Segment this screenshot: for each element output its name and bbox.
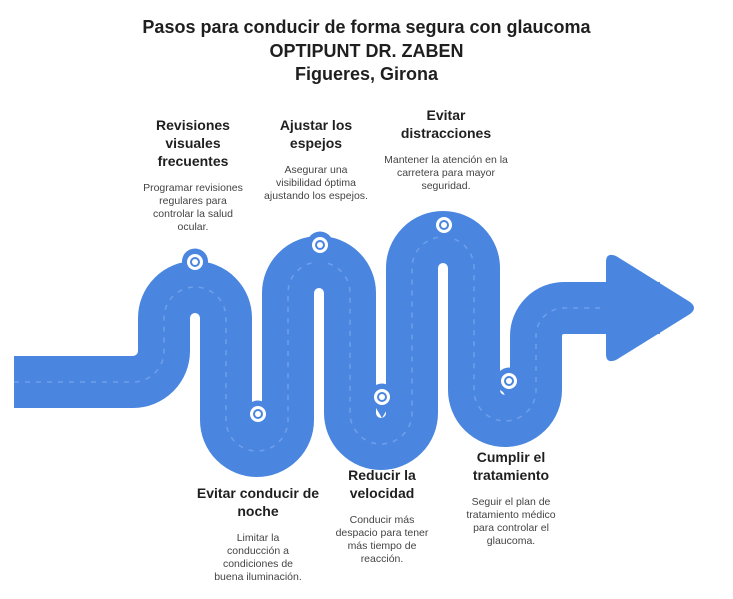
step-1-description: Programar revisiones regulares para cont… <box>143 182 243 233</box>
diagram-title: Pasos para conducir de forma segura con … <box>142 17 591 37</box>
step-5-heading: Evitar distracciones <box>400 107 492 141</box>
step-6: Cumplir el tratamiento Seguir el plan de… <box>446 448 576 548</box>
step-2-description: Limitar la conducción a condiciones de b… <box>214 532 302 583</box>
step-3-description: Asegurar una visibilidad óptima ajustand… <box>264 164 368 202</box>
step-2: Evitar conducir de noche Limitar la cond… <box>196 484 320 584</box>
step-4: Reducir la velocidad Conducir más despac… <box>322 466 442 566</box>
step-6-description: Seguir el plan de tratamiento médico par… <box>466 496 556 547</box>
step-3: Ajustar los espejos Asegurar una visibil… <box>262 116 370 203</box>
diagram-subtitle-clinic: OPTIPUNT DR. ZABEN <box>269 41 464 61</box>
road-arrow-head <box>606 254 694 362</box>
step-1-heading: Revisiones visuales frecuentes <box>156 117 230 169</box>
step-5-description: Mantener la atención en la carretera par… <box>384 154 508 192</box>
diagram-subtitle-location: Figueres, Girona <box>294 64 439 84</box>
step-4-heading: Reducir la velocidad <box>348 467 416 501</box>
step-4-description: Conducir más despacio para tener más tie… <box>335 514 429 565</box>
step-1: Revisiones visuales frecuentes Programar… <box>128 116 258 234</box>
step-5: Evitar distracciones Mantener la atenció… <box>382 106 510 193</box>
step-6-heading: Cumplir el tratamiento <box>472 449 550 483</box>
road-path <box>14 211 660 477</box>
step-2-heading: Evitar conducir de noche <box>196 485 320 519</box>
step-3-heading: Ajustar los espejos <box>279 117 353 151</box>
